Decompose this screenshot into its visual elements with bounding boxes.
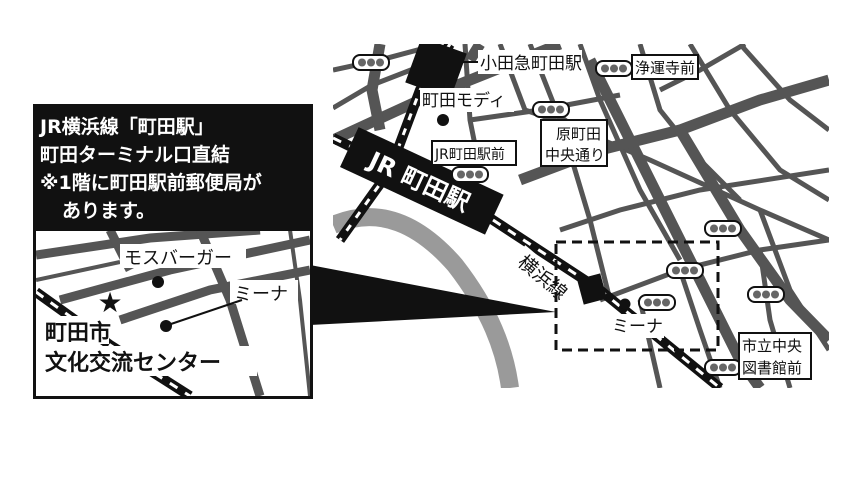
zoom-area-outline <box>554 240 720 352</box>
signal-label-jrmae: JR町田駅前 <box>434 146 505 163</box>
mina-label: ミーナ <box>612 317 663 337</box>
info-line-2: 町田ターミナル口直結 <box>40 143 230 166</box>
signal-icon <box>638 294 676 311</box>
signal-icon <box>704 220 742 237</box>
signal-label-jyounji: 浄運寺前 <box>635 59 695 77</box>
odakyu-station-block <box>405 44 467 99</box>
odakyu-station-label: 小田急町田駅 <box>480 54 582 74</box>
signal-label-haramachida-1: 原町田 <box>556 125 601 143</box>
modi-label: 町田モディ <box>422 90 506 111</box>
venue-building <box>577 273 607 305</box>
inset-mina-dot <box>160 320 172 332</box>
signal-label-haramachida-2: 中央通り <box>545 146 605 164</box>
signal-label-library-2: 図書館前 <box>742 359 802 377</box>
signal-icon <box>451 166 489 183</box>
signal-icon <box>704 359 742 376</box>
inset-frame <box>33 228 313 399</box>
inset-mos-label: モスバーガー <box>124 248 232 269</box>
info-box <box>33 104 313 229</box>
info-line-3: ※1階に町田駅前郵便局が <box>40 171 262 194</box>
signal-label-library-1: 市立中央 <box>742 337 802 355</box>
modi-dot <box>437 114 449 126</box>
curved-road <box>333 208 519 388</box>
star-icon: ★ <box>97 286 122 319</box>
signal-labels: 浄運寺前 原町田 中央通り JR町田駅前 市立中央 図書館前 <box>431 54 812 380</box>
main-map: JR 町田駅 横浜線 小田急町田駅 町田モディ ミーナ <box>333 44 829 388</box>
callout-wedge <box>310 265 556 325</box>
signal-icon <box>532 101 570 118</box>
inset-venue-line-1: 町田市 <box>45 320 111 346</box>
signal-icon <box>666 262 704 279</box>
inset-mos-dot <box>152 276 164 288</box>
signal-icon <box>352 54 390 71</box>
inset-venue-line-2: 文化交流センター <box>45 350 221 376</box>
mina-dot <box>619 298 631 310</box>
jr-station-bar <box>340 127 504 235</box>
inset-map: モスバーガー ミーナ ★ 町田市 文化交流センター <box>36 230 310 396</box>
signal-icon <box>595 60 633 77</box>
info-line-4: あります。 <box>62 200 155 222</box>
inset-mina-label: ミーナ <box>234 284 288 305</box>
signal-icon <box>747 286 785 303</box>
traffic-signals <box>352 54 785 376</box>
info-line-1: JR横浜線「町田駅」 <box>38 115 214 138</box>
